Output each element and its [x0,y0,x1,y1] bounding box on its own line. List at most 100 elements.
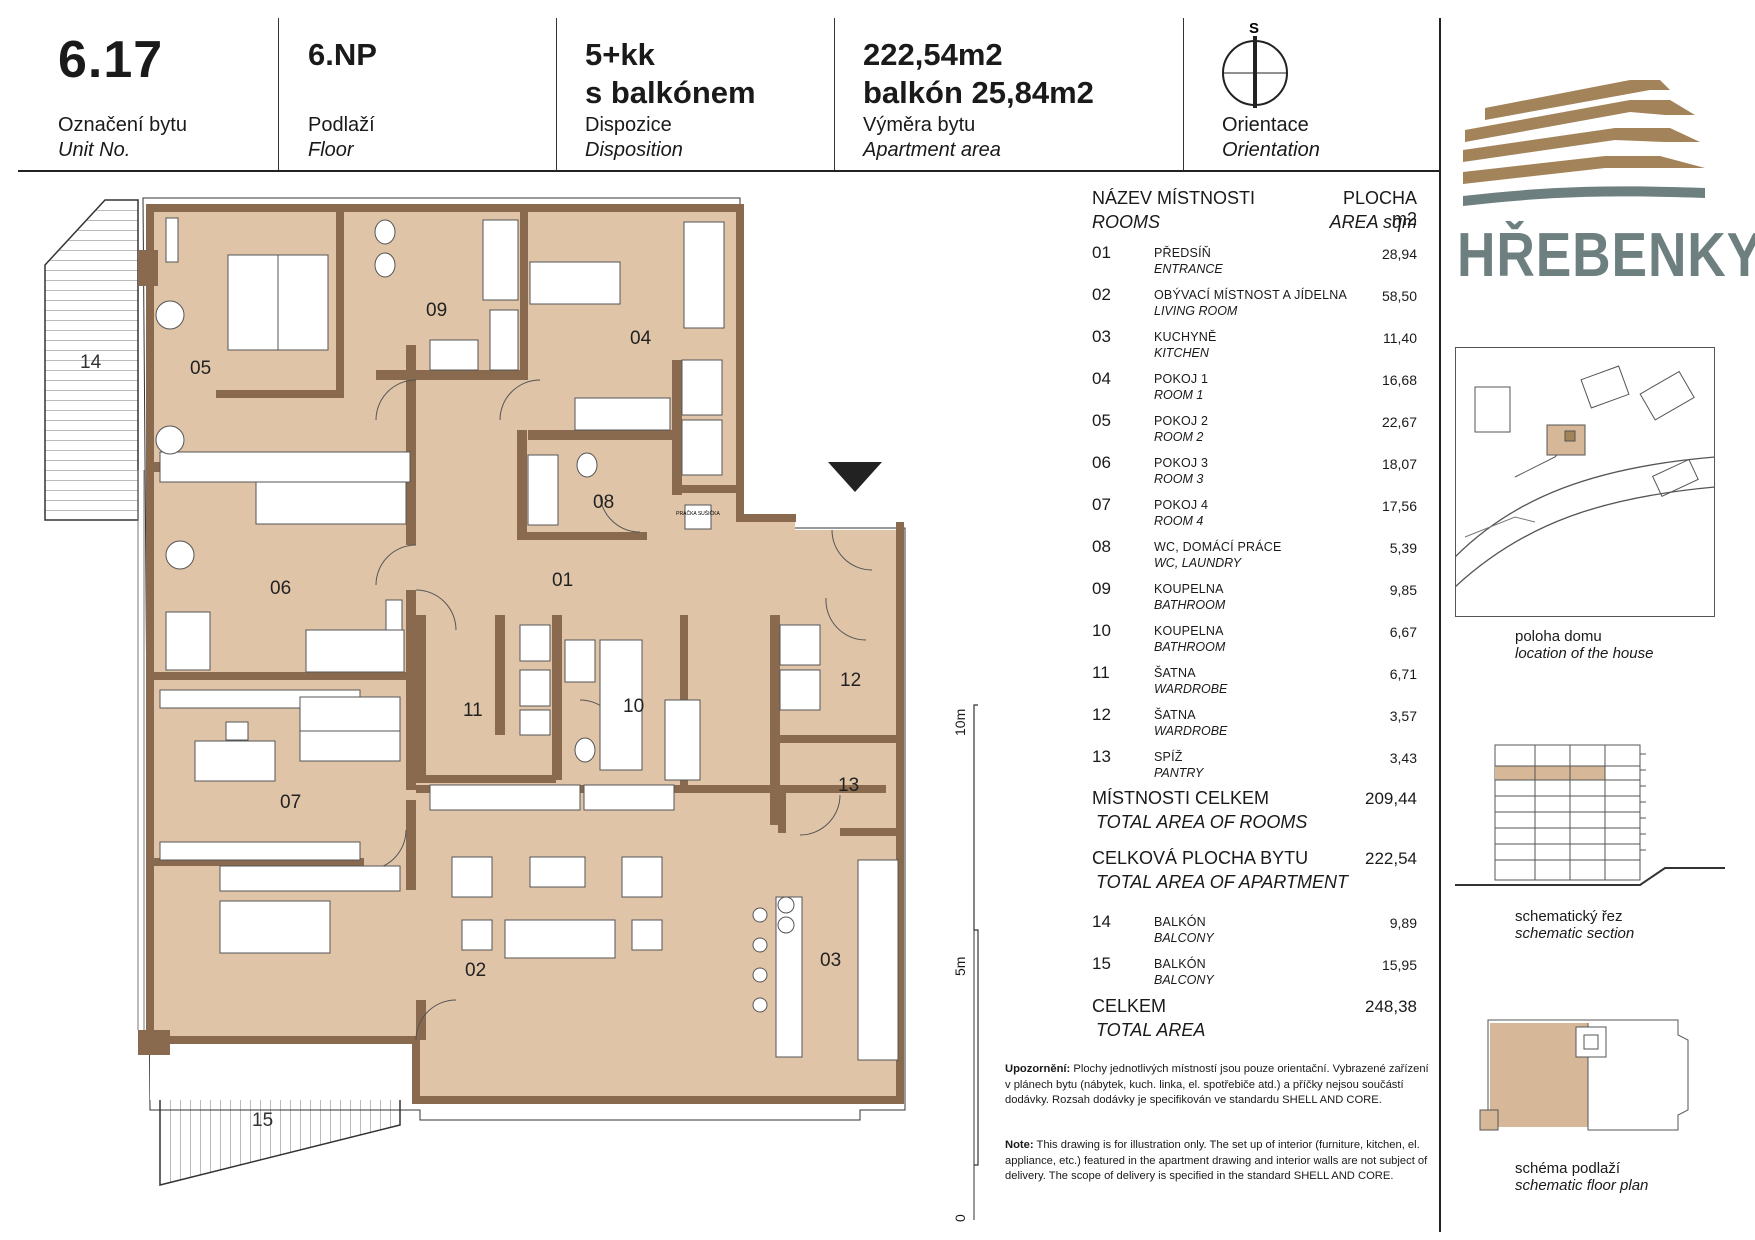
floor-plan-drawing: PRAČKA SUŠIČKA [44,197,906,1186]
row-name: PŘEDSÍŇ [1154,246,1211,260]
header-divider [834,18,835,170]
caption-section-cz: schematický řez [1515,908,1623,925]
area-label-cz: Výměra bytu [863,114,976,136]
room-label-07: 07 [280,792,302,813]
area-line2: balkón 25,84m2 [863,75,1094,110]
balcony-label-14: 14 [80,352,102,373]
row-num: 13 [1092,747,1111,766]
table-col-area: PLOCHA m2 [1342,188,1417,229]
row-num: 01 [1092,243,1111,262]
grand-total-value: 248,38 [1365,997,1417,1016]
disposition-label-cz: Dispozice [585,114,672,136]
row-num: 08 [1092,537,1111,556]
compass-north-letter: S [1249,20,1259,37]
room-label-12: 12 [840,670,862,691]
scale-tick-10m: 10m [952,708,968,736]
row-area: 17,56 [1381,498,1417,514]
compass-icon: S [1210,18,1300,108]
apartment-total-value: 222,54 [1365,849,1417,868]
row-name-en: LIVING ROOM [1154,304,1238,318]
apartment-total-label: CELKOVÁ PLOCHA BYTU [1092,848,1309,868]
area-value: 222,54m2 balkón 25,84m2 [863,36,1094,112]
note-cz-prefix: Upozornění: [1005,1063,1071,1075]
row-name-en: ROOM 1 [1154,388,1204,402]
table-col-room-en: ROOMS [1092,212,1161,232]
row-area: 16,68 [1381,372,1417,388]
row-num: 04 [1092,369,1111,388]
row-name: ŠATNA [1154,666,1196,680]
balcony-label-15: 15 [252,1110,274,1131]
area-label-en: Apartment area [863,139,1001,161]
row-area: 18,07 [1381,456,1417,472]
brand-name: HŘEBENKY [1457,221,1755,290]
row-num: 14 [1092,912,1111,931]
disposition-line1: 5+kk [585,37,655,72]
note-en: Note: This drawing is for illustration o… [1005,1138,1435,1185]
row-area: 28,94 [1381,246,1417,262]
area-line1: 222,54m2 [863,37,1003,72]
caption-floor-plan: schéma podlaží schematic floor plan [1515,1160,1648,1194]
rooms-total-label: MÍSTNOSTI CELKEM [1092,788,1270,808]
row-name-en: BATHROOM [1154,598,1226,612]
disposition-line2: s balkónem [585,75,756,110]
row-area: 5,39 [1389,540,1417,556]
room-label-10: 10 [623,696,645,717]
header-rule [18,170,1440,172]
row-num: 10 [1092,621,1111,640]
orientation-label-cz: Orientace [1222,114,1309,136]
header-divider [278,18,279,170]
row-area: 3,43 [1389,750,1417,766]
unit-label-en: Unit No. [58,139,131,161]
row-name: SPÍŽ [1154,750,1183,764]
row-num: 07 [1092,495,1111,514]
section-diagram [1455,740,1725,890]
disposition-label: Dispozice Disposition [585,113,683,163]
row-name: ŠATNA [1154,708,1196,722]
area-label: Výměra bytu Apartment area [863,113,1001,163]
row-name-en: ROOM 3 [1154,472,1204,486]
table-row: 04 POKOJ 1 ROOM 1 16,68 [1092,369,1417,411]
row-name-en: BALCONY [1154,973,1214,987]
caption-floor-plan-en: schematic floor plan [1515,1177,1649,1194]
room-label-11: 11 [463,700,483,721]
caption-location-en: location of the house [1515,645,1654,662]
row-num: 06 [1092,453,1111,472]
location-map [1454,347,1716,617]
row-name-en: WARDROBE [1154,724,1228,738]
note-cz: Upozornění: Plochy jednotlivých místnost… [1005,1062,1435,1109]
row-name: POKOJ 1 [1154,372,1209,386]
caption-floor-plan-cz: schéma podlaží [1515,1160,1621,1177]
row-area: 3,57 [1389,708,1417,724]
table-col-area-en: AREA sqm [1329,212,1417,232]
disposition-value: 5+kk s balkónem [585,36,756,112]
laundry-tag: PRAČKA SUŠIČKA [676,510,720,517]
row-name: KOUPELNA [1154,582,1224,596]
grand-total-label-en: TOTAL AREA [1096,1020,1206,1040]
floor-label-en: Floor [308,139,354,161]
scale-tick-0: 0 [952,1214,968,1222]
row-name: KOUPELNA [1154,624,1224,638]
room-label-05: 05 [190,358,212,379]
row-name-en: BALCONY [1154,931,1214,945]
table-col-room: NÁZEV MÍSTNOSTI [1092,188,1256,208]
room-label-03: 03 [820,950,842,971]
unit-label-cz: Označení bytu [58,114,187,136]
row-area: 11,40 [1383,330,1417,346]
unit-label: Označení bytu Unit No. [58,113,187,163]
note-en-prefix: Note: [1005,1139,1034,1151]
orientation-label: Orientace Orientation [1222,113,1320,163]
row-num: 15 [1092,954,1111,973]
floor-value: 6.NP [308,37,377,72]
room-label-13: 13 [838,775,860,796]
floor-label-cz: Podlaží [308,114,375,136]
